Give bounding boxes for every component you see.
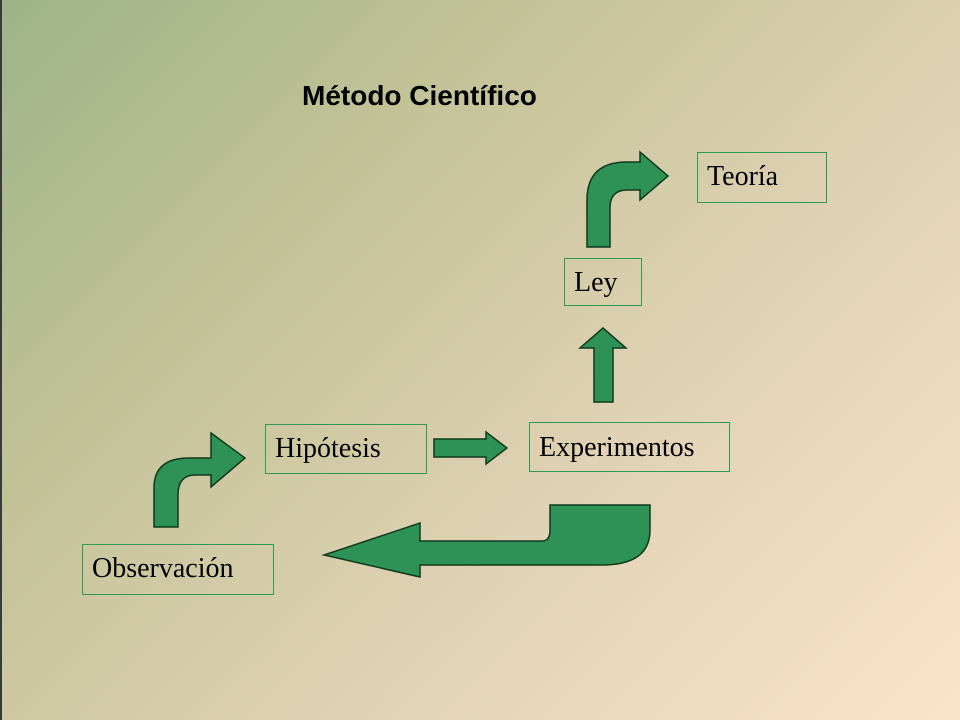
node-hipotesis-label: Hipótesis (275, 433, 381, 464)
node-experimentos: Experimentos (529, 422, 730, 472)
node-observacion: Observación (82, 544, 274, 595)
node-hipotesis: Hipótesis (265, 424, 427, 474)
diagram-title: Método Científico (302, 80, 537, 111)
arrow-experimentos-to-observacion (321, 504, 651, 578)
arrow-observacion-to-hipotesis (153, 431, 247, 528)
node-teoria-label: Teoría (707, 161, 779, 192)
node-ley-label: Ley (574, 267, 618, 298)
node-observacion-label: Observación (92, 553, 234, 584)
arrow-experimentos-to-ley (577, 327, 629, 403)
arrow-ley-to-teoria (586, 150, 670, 248)
arrow-hipotesis-to-experimentos (433, 430, 509, 466)
node-ley: Ley (564, 258, 642, 306)
node-experimentos-label: Experimentos (539, 432, 695, 463)
node-teoria: Teoría (697, 152, 827, 203)
